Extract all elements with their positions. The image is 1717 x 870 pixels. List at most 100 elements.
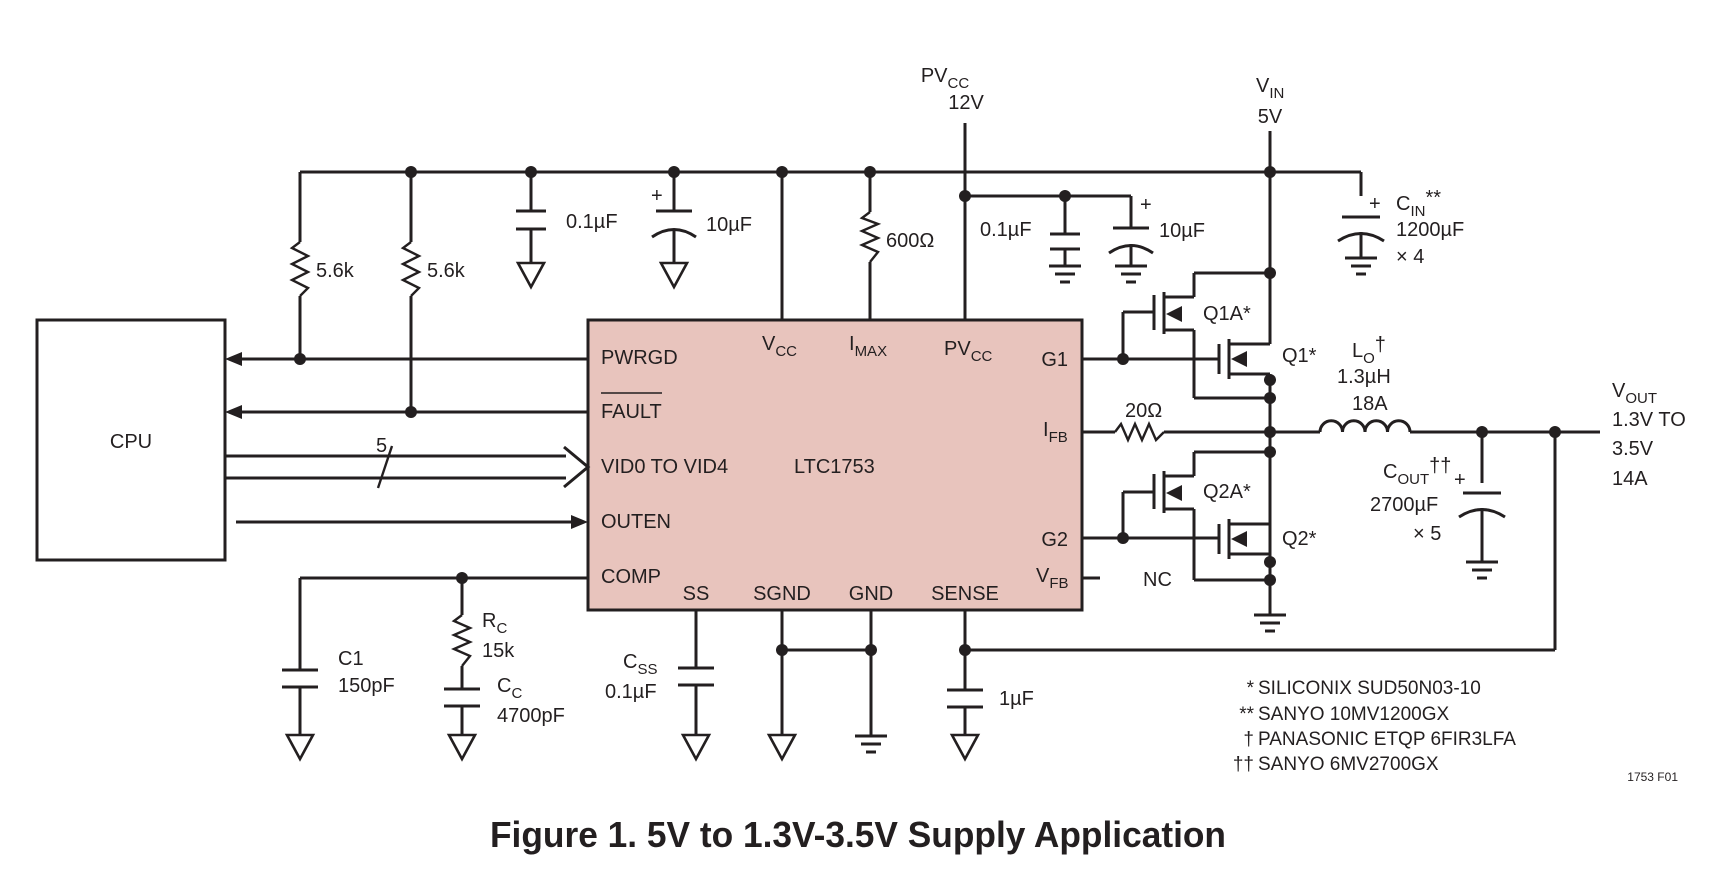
pwrgd-arrow-icon <box>225 352 242 366</box>
pullup-1-value: 5.6k <box>316 260 355 282</box>
cc-ground-icon <box>446 733 478 762</box>
vcc-cap2-ground-icon <box>658 261 690 290</box>
pin-fault: FAULT <box>601 401 662 423</box>
vout-current: 14A <box>1612 468 1648 490</box>
imax-resistor-value: 600Ω <box>886 230 934 252</box>
sense-cap-ground-icon <box>949 733 981 762</box>
cout-label: COUT†† <box>1383 455 1451 488</box>
q2a-arrow-icon <box>1166 485 1182 501</box>
cout-value: 2700µF <box>1370 494 1438 516</box>
sgnd-ground-icon <box>766 733 798 762</box>
pullup-wiring <box>298 172 413 412</box>
vout-label: VOUT <box>1612 380 1657 407</box>
cpu-signal-wiring <box>225 357 588 524</box>
pin-sgnd: SGND <box>753 583 811 605</box>
footnote-4-mark: †† <box>1233 754 1254 775</box>
resistor-pullup-1 <box>289 241 311 297</box>
vcc-decoupling-wiring <box>516 172 697 263</box>
q2-arrow-icon <box>1231 531 1247 547</box>
resistor-imax <box>859 211 882 263</box>
vin-supply-label: VIN <box>1256 75 1284 102</box>
footnote-3-text: PANASONIC ETQP 6FIR3LFA <box>1258 729 1516 750</box>
q2-label: Q2* <box>1282 528 1317 550</box>
bottom-pin-wiring <box>678 432 1557 754</box>
pin-comp: COMP <box>601 566 661 588</box>
pin-pwrgd: PWRGD <box>601 347 678 369</box>
pin-vcc: VCC <box>762 333 797 360</box>
pin-gnd: GND <box>849 583 893 605</box>
pin-ifb: IFB <box>1043 419 1068 446</box>
pvcc-supply-label: PVCC <box>921 65 970 92</box>
rc-value: 15k <box>482 640 515 662</box>
q1a-label: Q1A* <box>1203 303 1251 325</box>
footnote-3-mark: † <box>1243 729 1254 750</box>
pvcc-supply-value: 12V <box>948 92 984 114</box>
cc-value: 4700pF <box>497 705 565 727</box>
outen-arrow-icon <box>571 515 588 529</box>
pvcc-cap1-value: 0.1µF <box>980 219 1032 241</box>
figure-tag: 1753 F01 <box>1627 770 1678 784</box>
vin-rail-wiring <box>300 123 1363 320</box>
ifb-resistor-value: 20Ω <box>1125 400 1162 422</box>
comp-wiring <box>282 576 588 735</box>
bus-slash <box>376 445 394 489</box>
inductor-lo <box>1318 419 1412 433</box>
power-stage-wiring <box>1082 271 1600 633</box>
pvcc-cap2-value: 10µF <box>1159 220 1205 242</box>
chip-name: LTC1753 <box>794 456 875 478</box>
cc-label: CC <box>497 675 522 702</box>
resistor-ifb <box>1114 421 1165 443</box>
cpu-label: CPU <box>110 431 152 453</box>
vcc-cap1-value: 0.1µF <box>566 211 618 233</box>
css-value: 0.1µF <box>605 681 657 703</box>
junction-dots <box>294 166 1561 656</box>
pullup-2-value: 5.6k <box>427 260 466 282</box>
pvcc-decoupling-wiring <box>965 194 1154 284</box>
q1-label: Q1* <box>1282 345 1317 367</box>
lo-label: LO† <box>1352 334 1386 367</box>
pin-imax: IMAX <box>849 333 887 360</box>
pin-g1: G1 <box>1041 349 1068 371</box>
pin-ss: SS <box>683 583 710 605</box>
cin-label: CIN** <box>1396 187 1441 220</box>
pin-vid: VID0 TO VID4 <box>601 456 728 478</box>
resistor-pullup-2 <box>400 241 422 297</box>
cout-plus: + <box>1454 469 1466 491</box>
pin-outen: OUTEN <box>601 511 671 533</box>
pin-vfb: VFB <box>1036 565 1069 592</box>
vout-range-2: 3.5V <box>1612 438 1654 460</box>
vcc-cap2-plus: + <box>651 185 663 207</box>
cin-plus: + <box>1369 193 1381 215</box>
cin-count: × 4 <box>1396 246 1424 268</box>
footnote-4-text: SANYO 6MV2700GX <box>1258 754 1439 775</box>
css-ground-icon <box>680 733 712 762</box>
footnote-1-text: SILICONIX SUD50N03-10 <box>1258 678 1481 699</box>
rc-label: RC <box>482 610 507 637</box>
c1-ground-icon <box>284 733 316 762</box>
footnote-1-mark: * <box>1247 678 1255 699</box>
pvcc-cap2-plus: + <box>1140 194 1152 216</box>
pin-pvcc: PVCC <box>944 338 993 365</box>
nc-label: NC <box>1143 569 1172 591</box>
pin-g2: G2 <box>1041 529 1068 551</box>
cout-count: × 5 <box>1413 523 1441 545</box>
c1-name: C1 <box>338 648 364 670</box>
cin-wiring <box>1337 215 1385 276</box>
css-label: CSS <box>623 651 657 678</box>
chip-body <box>586 318 1084 612</box>
q2a-label: Q2A* <box>1203 481 1251 503</box>
cin-value: 1200µF <box>1396 219 1464 241</box>
resistor-rc <box>451 614 473 667</box>
fault-arrow-icon <box>225 405 242 419</box>
lo-current: 18A <box>1352 393 1388 415</box>
vcc-cap2-value: 10µF <box>706 214 752 236</box>
pin-sense: SENSE <box>931 583 999 605</box>
vid-bus-arrow-icon <box>563 445 591 489</box>
figure-caption: Figure 1. 5V to 1.3V-3.5V Supply Applica… <box>490 814 1226 855</box>
footnote-2-text: SANYO 10MV1200GX <box>1258 704 1449 725</box>
c1-value: 150pF <box>338 675 395 697</box>
vin-supply-value: 5V <box>1258 106 1283 128</box>
q1-arrow-icon <box>1231 351 1247 367</box>
lo-value: 1.3µH <box>1337 366 1391 388</box>
